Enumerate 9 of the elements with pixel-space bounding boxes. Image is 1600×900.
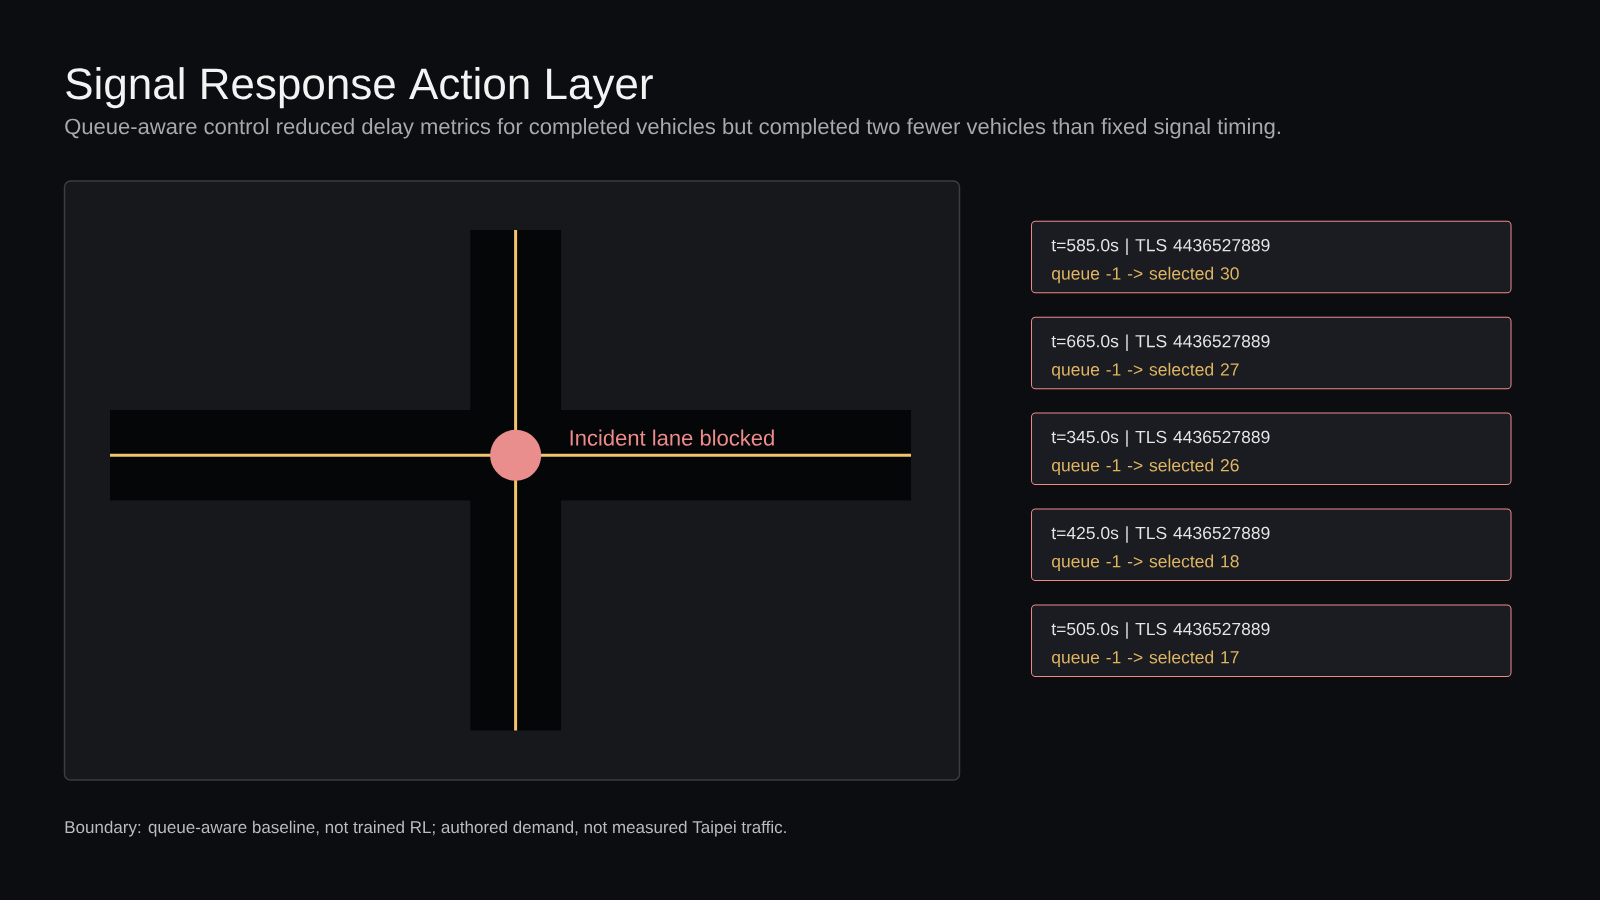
- event-card: t=665.0s | TLS 4436527889 queue -1 -> selected 27: [1031, 316, 1512, 390]
- title: Signal Response Action Layer: [66, 67, 653, 109]
- event-card: t=585.0s | TLS 4436527889 queue -1 -> selected 30: [1031, 220, 1512, 294]
- incident-label: Incident lane blocked: [570, 429, 774, 446]
- subtitle: Queue-aware control reduced delay metrics for completed vehicles but completed two fewer vehicles than fixed signal timing.: [65, 118, 1280, 139]
- event-card: t=425.0s | TLS 4436527889 queue -1 -> selected 18: [1031, 508, 1512, 581]
- note-text: Boundary: queue-aware baseline, not trained RL; authored demand, not measured Taipei traffic.: [65, 820, 786, 837]
- event-card: t=345.0s | TLS 4436527889 queue -1 -> selected 26: [1031, 412, 1512, 485]
- event-card: t=505.0s | TLS 4436527889 queue -1 -> selected 17: [1031, 604, 1512, 677]
